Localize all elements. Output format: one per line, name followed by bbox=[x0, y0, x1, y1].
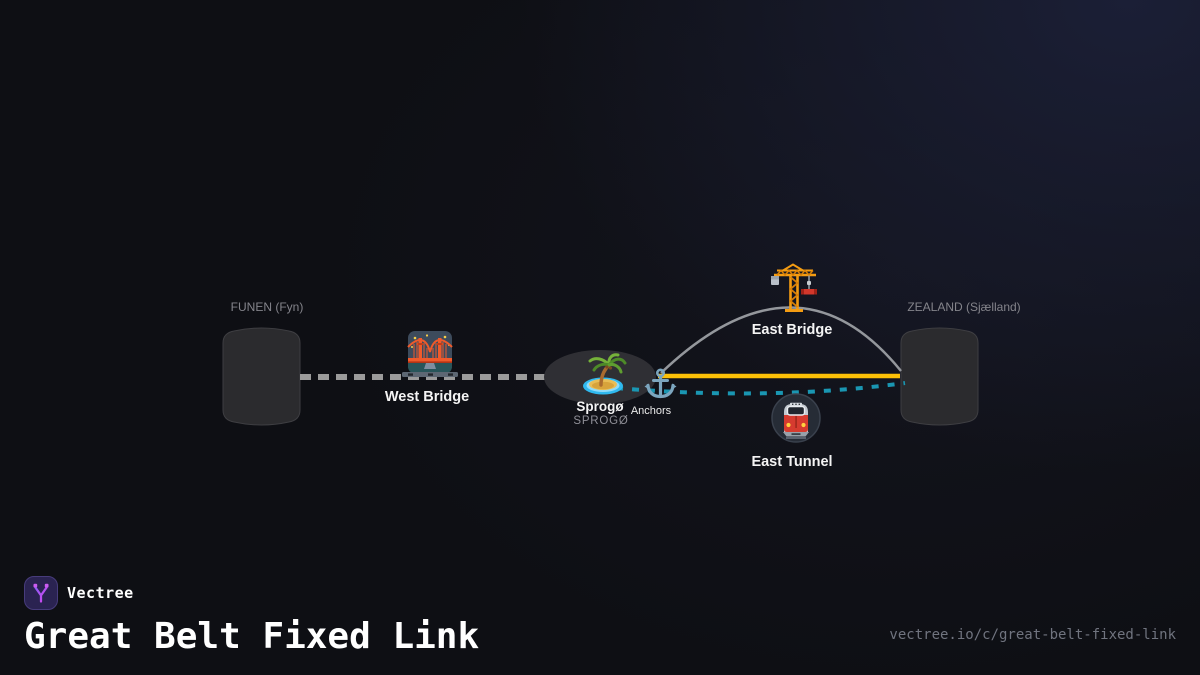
vectree-logo bbox=[24, 576, 58, 611]
funen-label: FUNEN (Fyn) bbox=[231, 300, 304, 314]
anchors-label: Anchors bbox=[631, 405, 672, 417]
east-bridge-arc bbox=[660, 306, 902, 374]
east-tunnel-link bbox=[615, 381, 906, 396]
metro-train-icon bbox=[783, 402, 809, 439]
sprogo-sublabel: SPROGØ bbox=[573, 415, 628, 427]
sprogo-island-ellipse bbox=[544, 350, 656, 404]
sprogo-label: Sprogø bbox=[576, 399, 624, 414]
bridge-at-night-icon bbox=[402, 331, 458, 377]
footer: Vectree Great Belt Fixed Link bbox=[24, 576, 479, 657]
west-bridge-label: West Bridge bbox=[385, 389, 469, 405]
east-bridge-label: East Bridge bbox=[752, 322, 833, 338]
zealand-region bbox=[900, 327, 979, 426]
share-url: vectree.io/c/great-belt-fixed-link bbox=[889, 627, 1176, 643]
desert-island-icon bbox=[583, 353, 627, 395]
zealand-label: ZEALAND (Sjælland) bbox=[907, 300, 1020, 314]
vectree-branch-icon bbox=[33, 584, 49, 604]
anchor-icon bbox=[644, 368, 677, 399]
page-title: Great Belt Fixed Link bbox=[24, 616, 480, 658]
construction-crane-icon bbox=[771, 263, 817, 312]
east-tunnel-label: East Tunnel bbox=[751, 454, 832, 470]
brand-row: Vectree bbox=[24, 576, 479, 611]
funen-region bbox=[222, 327, 301, 426]
brand-name: Vectree bbox=[67, 584, 134, 603]
